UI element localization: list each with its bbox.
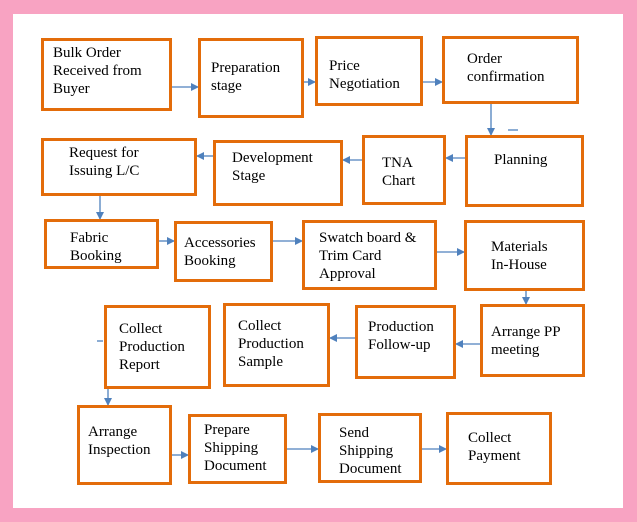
step-prepare-shipping: Prepare Shipping Document	[188, 414, 287, 484]
step-fabric-booking: Fabric Booking	[44, 219, 159, 269]
step-accessories-booking: Accessories Booking	[174, 221, 273, 282]
step-production-followup: Production Follow-up	[355, 305, 456, 379]
step-tna-chart: TNA Chart	[362, 135, 446, 205]
step-collect-sample: Collect Production Sample	[223, 303, 330, 387]
step-arrange-inspection: Arrange Inspection	[77, 405, 172, 485]
step-collect-payment: Collect Payment	[446, 412, 552, 485]
step-arrange-pp: Arrange PP meeting	[480, 304, 585, 377]
step-bulk-order: Bulk Order Received from Buyer	[41, 38, 172, 111]
step-preparation: Preparation stage	[198, 38, 304, 118]
step-price-negotiation: Price Negotiation	[315, 36, 423, 106]
step-collect-report: Collect Production Report	[104, 305, 211, 389]
step-swatch-board: Swatch board & Trim Card Approval	[302, 220, 437, 290]
step-development: Development Stage	[213, 140, 343, 206]
step-request-lc: Request for Issuing L/C	[41, 138, 197, 196]
step-planning: Planning	[465, 135, 584, 207]
step-send-shipping: Send Shipping Document	[318, 413, 422, 483]
step-materials-inhouse: Materials In-House	[464, 220, 585, 291]
step-order-confirmation: Order confirmation	[442, 36, 579, 104]
